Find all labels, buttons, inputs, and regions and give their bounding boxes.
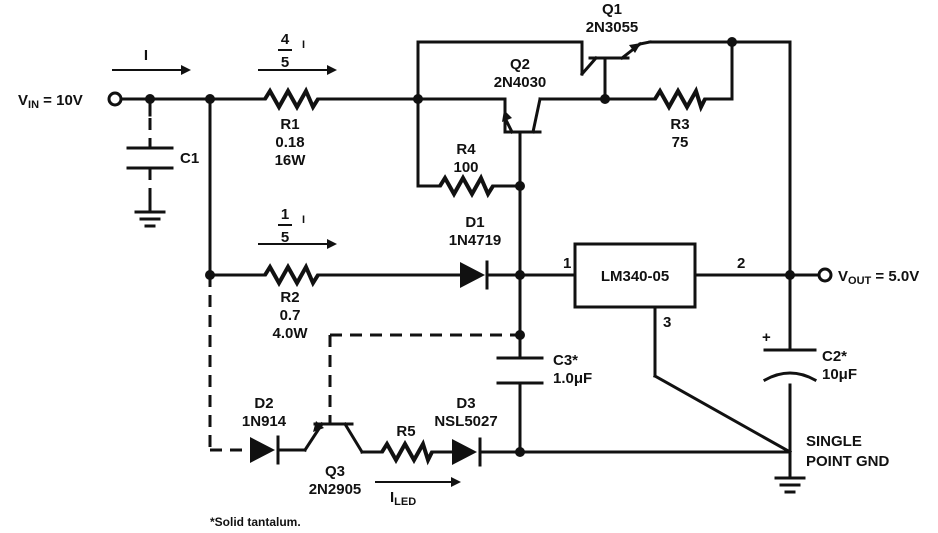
- d3-part: NSL5027: [434, 413, 497, 430]
- r3-value: 75: [672, 134, 689, 151]
- r4-name: R4: [456, 141, 476, 158]
- regulator-pin3: 3: [663, 314, 671, 331]
- r2-rating: 4.0W: [272, 325, 308, 342]
- c2-polarity: +: [762, 329, 771, 346]
- svg-text:4: 4: [281, 31, 290, 48]
- q2-name: Q2: [510, 56, 530, 73]
- q3-part: 2N2905: [309, 481, 362, 498]
- capacitor-c3: [496, 356, 544, 385]
- transistor-q1: [579, 40, 652, 77]
- q1-part: 2N3055: [586, 19, 639, 36]
- svg-text:I: I: [302, 214, 305, 226]
- junction-dots: [145, 37, 795, 457]
- current-arrow-led: ILED: [375, 477, 461, 508]
- r4-value: 100: [453, 159, 478, 176]
- regulator-lm340: [573, 242, 697, 309]
- r2-name: R2: [280, 289, 299, 306]
- svg-text:5: 5: [281, 54, 289, 71]
- diode-d2: [250, 435, 280, 465]
- svg-text:1: 1: [281, 206, 289, 223]
- footnote: *Solid tantalum.: [210, 515, 301, 529]
- current-arrow-input: I: [112, 47, 191, 75]
- resistor-r3: [653, 85, 707, 113]
- regulator-pin2: 2: [737, 255, 745, 272]
- regulator-pin1: 1: [563, 255, 571, 272]
- svg-text:5: 5: [281, 229, 289, 246]
- ground-label-line2: POINT GND: [806, 453, 890, 470]
- capacitor-c1: [126, 146, 174, 170]
- diode-d1: [460, 260, 489, 290]
- diode-d3: [452, 437, 502, 467]
- r1-value: 0.18: [275, 134, 304, 151]
- regulator-label: LM340-05: [601, 268, 669, 285]
- c3-value: 1.0μF: [553, 370, 592, 387]
- c1-label: C1: [180, 150, 199, 167]
- svg-text:I: I: [144, 47, 148, 64]
- d1-part: 1N4719: [449, 232, 502, 249]
- current-arrow-r2: 1 5 I: [258, 206, 337, 249]
- r1-name: R1: [280, 116, 299, 133]
- q2-part: 2N4030: [494, 74, 547, 91]
- q3-name: Q3: [325, 463, 345, 480]
- vout-terminal: [817, 267, 833, 283]
- d3-name: D3: [456, 395, 475, 412]
- wires: [119, 40, 820, 480]
- svg-text:I: I: [302, 39, 305, 51]
- c3-name: C3*: [553, 352, 578, 369]
- c2-value: 10μF: [822, 366, 857, 383]
- r1-rating: 16W: [275, 152, 307, 169]
- ground-symbol-c1: [134, 210, 166, 228]
- r3-name: R3: [670, 116, 689, 133]
- resistor-r4: [438, 173, 495, 199]
- resistor-r2: [263, 262, 320, 288]
- transistor-q2: [502, 97, 542, 135]
- d2-part: 1N914: [242, 413, 287, 430]
- transistor-q3: [313, 416, 354, 432]
- svg-text:ILED: ILED: [390, 489, 416, 508]
- resistor-r1: [263, 86, 320, 112]
- d2-name: D2: [254, 395, 273, 412]
- d1-name: D1: [465, 214, 484, 231]
- ground-label-line1: SINGLE: [806, 433, 862, 450]
- resistor-r5: [380, 438, 434, 466]
- current-arrow-r1: 4 5 I: [258, 31, 337, 75]
- q1-name: Q1: [602, 1, 622, 18]
- r2-value: 0.7: [280, 307, 301, 324]
- capacitor-c2: [762, 348, 818, 383]
- vout-label: VOUT = 5.0V: [838, 268, 919, 287]
- vin-label: VIN = 10V: [18, 92, 83, 111]
- c2-name: C2*: [822, 348, 847, 365]
- vin-terminal: [107, 91, 123, 107]
- ground-symbol-single-point: [774, 476, 806, 494]
- r5-name: R5: [396, 423, 415, 440]
